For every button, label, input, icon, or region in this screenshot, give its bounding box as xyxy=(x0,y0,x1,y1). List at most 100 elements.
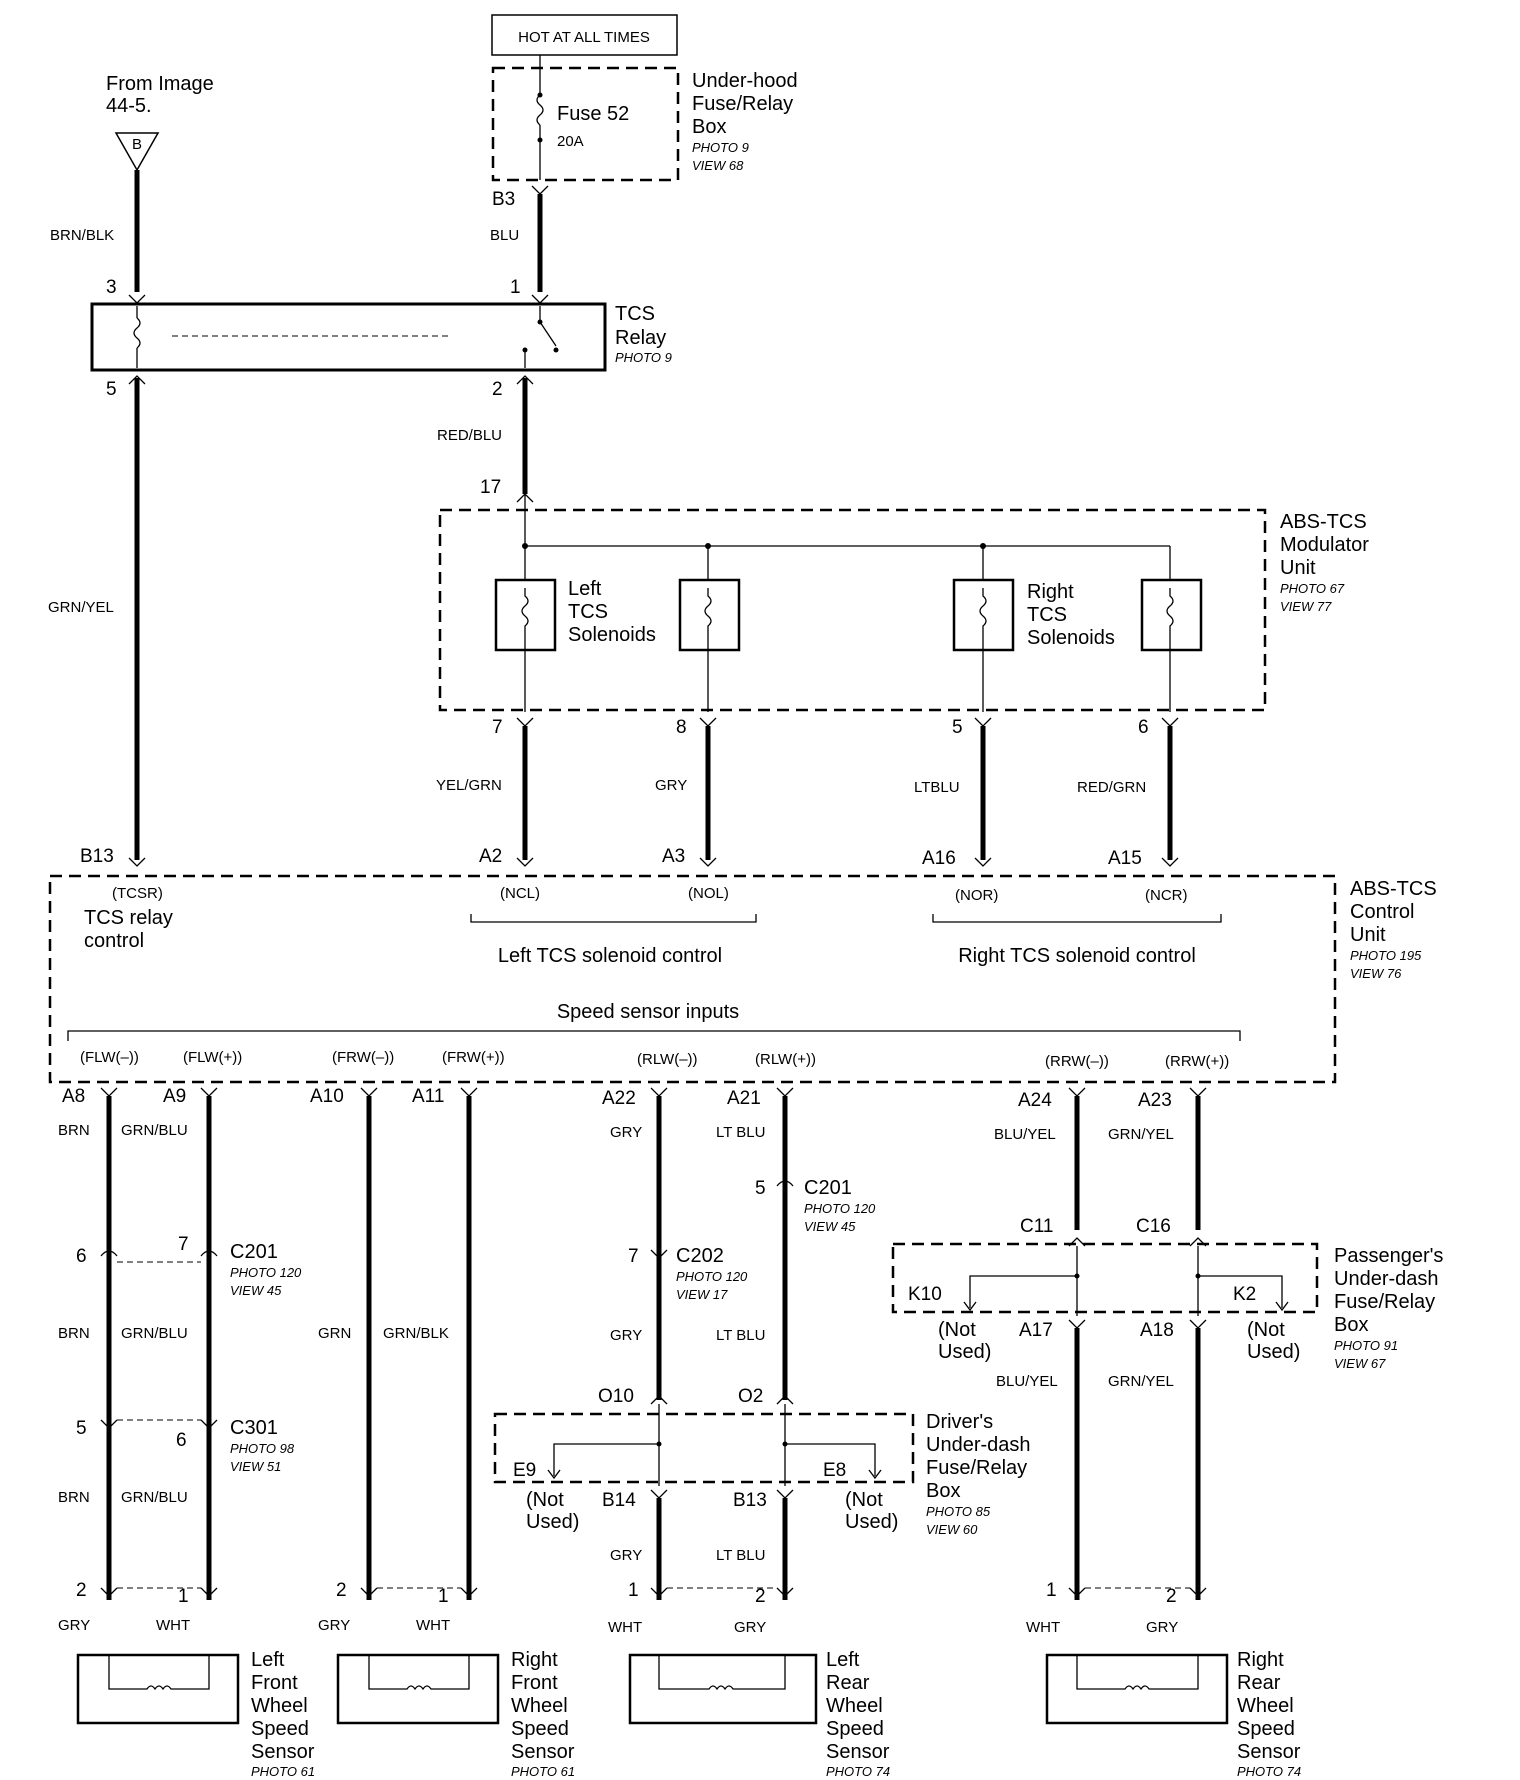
tcs-relay-title: TCS Relay PHOTO 9 xyxy=(615,303,672,365)
tcs-relay-control-label: TCS relay control xyxy=(84,907,173,952)
svg-text:VIEW 51: VIEW 51 xyxy=(230,1459,281,1474)
svg-text:C301: C301 xyxy=(230,1417,278,1439)
abs-tcs-modulator-unit xyxy=(438,508,1267,712)
svg-text:PHOTO 120: PHOTO 120 xyxy=(804,1201,876,1216)
signal-rlw-minus: (RLW(–)) xyxy=(637,1051,698,1068)
signal-frw-plus: (FRW(+)) xyxy=(442,1049,505,1066)
svg-text:VIEW 45: VIEW 45 xyxy=(804,1219,856,1234)
wire-label-grn-yel-2: GRN/YEL xyxy=(1108,1373,1174,1390)
c202-label: C202 PHOTO 120 VIEW 17 xyxy=(676,1245,748,1302)
rf-sensor-pin-2: 2 xyxy=(336,1580,347,1601)
svg-text:Unit: Unit xyxy=(1280,557,1316,579)
wire-label-lt-blu-a21: LT BLU xyxy=(716,1124,765,1141)
cu-pin-a15: A15 xyxy=(1108,848,1142,869)
svg-text:Speed: Speed xyxy=(1237,1718,1295,1740)
svg-text:PHOTO 98: PHOTO 98 xyxy=(230,1441,295,1456)
svg-text:PHOTO 74: PHOTO 74 xyxy=(826,1764,890,1779)
drivers-e8-not-used: (Not Used) xyxy=(845,1489,898,1533)
svg-text:VIEW 45: VIEW 45 xyxy=(230,1283,282,1298)
solenoid-4 xyxy=(1140,578,1203,652)
lf-sensor-wire-gry: GRY xyxy=(58,1617,90,1634)
right-tcs-solenoids-label: Right TCS Solenoids xyxy=(1027,581,1115,649)
left-front-wheel-speed-sensor xyxy=(76,1653,240,1725)
passengers-under-dash-fuse-relay-box xyxy=(891,1242,1319,1314)
svg-text:Sensor: Sensor xyxy=(1237,1741,1301,1763)
wire-label-grn: GRN xyxy=(318,1325,351,1342)
relay-pin-1: 1 xyxy=(510,277,521,298)
svg-text:TCS: TCS xyxy=(568,601,608,623)
drivers-e9-not-used: (Not Used) xyxy=(526,1489,579,1533)
lr-sensor-pin-1: 1 xyxy=(628,1580,639,1601)
svg-text:Used): Used) xyxy=(1247,1341,1300,1363)
svg-text:C201: C201 xyxy=(230,1241,278,1263)
svg-text:PHOTO 120: PHOTO 120 xyxy=(676,1269,748,1284)
svg-text:Fuse/Relay: Fuse/Relay xyxy=(692,93,793,115)
svg-text:(Not: (Not xyxy=(526,1489,564,1511)
svg-text:ABS-TCS: ABS-TCS xyxy=(1280,511,1367,533)
svg-text:Used): Used) xyxy=(845,1511,898,1533)
hot-at-all-times-label: HOT AT ALL TIMES xyxy=(518,29,650,46)
svg-text:Left: Left xyxy=(826,1649,860,1671)
svg-text:VIEW 67: VIEW 67 xyxy=(1334,1356,1386,1371)
lf-sensor-wire-wht: WHT xyxy=(156,1617,190,1634)
svg-text:C201: C201 xyxy=(804,1177,852,1199)
svg-text:C202: C202 xyxy=(676,1245,724,1267)
passenger-box-pin-k10: K10 xyxy=(908,1284,942,1305)
c301-label: C301 PHOTO 98 VIEW 51 xyxy=(230,1417,295,1474)
lf-sensor-pin-1: 1 xyxy=(178,1586,189,1607)
svg-text:Sensor: Sensor xyxy=(251,1741,315,1763)
svg-text:Under-hood: Under-hood xyxy=(692,70,798,92)
passenger-box-pin-c16: C16 xyxy=(1136,1216,1171,1237)
rr-sensor-wire-gry: GRY xyxy=(1146,1619,1178,1636)
wire-label-blu-yel-1: BLU/YEL xyxy=(994,1126,1056,1143)
wire-label-ltblu: LTBLU xyxy=(914,779,960,796)
svg-text:Right: Right xyxy=(511,1649,558,1671)
svg-text:VIEW 17: VIEW 17 xyxy=(676,1287,728,1302)
rf-sensor-wire-wht: WHT xyxy=(416,1617,450,1634)
svg-text:From Image: From Image xyxy=(106,73,214,95)
cu-pin-a24: A24 xyxy=(1018,1090,1052,1111)
svg-text:Used): Used) xyxy=(526,1511,579,1533)
cu-pin-a2: A2 xyxy=(479,846,502,867)
svg-text:Wheel: Wheel xyxy=(826,1695,883,1717)
cu-pin-a22: A22 xyxy=(602,1088,636,1109)
svg-text:Solenoids: Solenoids xyxy=(1027,627,1115,649)
svg-text:Box: Box xyxy=(926,1480,960,1502)
cu-pin-a10: A10 xyxy=(310,1086,344,1107)
wire-label-brn-1: BRN xyxy=(58,1122,90,1139)
left-tcs-solenoids-label: Left TCS Solenoids xyxy=(568,578,656,646)
svg-text:Under-dash: Under-dash xyxy=(1334,1268,1439,1290)
passenger-box-pin-a17: A17 xyxy=(1019,1320,1053,1341)
modulator-pin-17: 17 xyxy=(480,477,501,498)
connector-b-letter: B xyxy=(132,136,142,153)
svg-text:Relay: Relay xyxy=(615,327,666,349)
signal-ncl: (NCL) xyxy=(500,885,540,902)
passenger-k2-not-used: (Not Used) xyxy=(1247,1319,1300,1363)
cu-pin-a9: A9 xyxy=(163,1086,186,1107)
svg-text:Fuse/Relay: Fuse/Relay xyxy=(1334,1291,1435,1313)
right-tcs-solenoid-control: Right TCS solenoid control xyxy=(958,945,1196,967)
signal-rrw-plus: (RRW(+)) xyxy=(1165,1053,1229,1070)
right-rear-wheel-speed-sensor xyxy=(1045,1653,1229,1725)
svg-text:Used): Used) xyxy=(938,1341,991,1363)
cu-pin-a11: A11 xyxy=(412,1086,444,1107)
signal-rlw-plus: (RLW(+)) xyxy=(755,1051,816,1068)
passenger-box-pin-a18: A18 xyxy=(1140,1320,1174,1341)
signal-frw-minus: (FRW(–)) xyxy=(332,1049,394,1066)
tcs-relay-box xyxy=(90,302,607,372)
signal-nor: (NOR) xyxy=(955,887,998,904)
svg-text:Sensor: Sensor xyxy=(511,1741,575,1763)
svg-text:Box: Box xyxy=(1334,1314,1368,1336)
svg-text:PHOTO 120: PHOTO 120 xyxy=(230,1265,302,1280)
solenoid-3 xyxy=(952,578,1015,652)
wire-label-gry-a22: GRY xyxy=(610,1124,642,1141)
relay-pin-5: 5 xyxy=(106,379,117,400)
modulator-pin-6: 6 xyxy=(1138,717,1149,738)
svg-text:Control: Control xyxy=(1350,901,1414,923)
svg-text:Speed: Speed xyxy=(251,1718,309,1740)
solenoid-2 xyxy=(678,578,741,652)
c201-front-pin-6: 6 xyxy=(76,1246,87,1267)
signal-tcsr: (TCSR) xyxy=(112,885,163,902)
rr-sensor-pin-2: 2 xyxy=(1166,1586,1177,1607)
svg-text:Front: Front xyxy=(251,1672,298,1694)
